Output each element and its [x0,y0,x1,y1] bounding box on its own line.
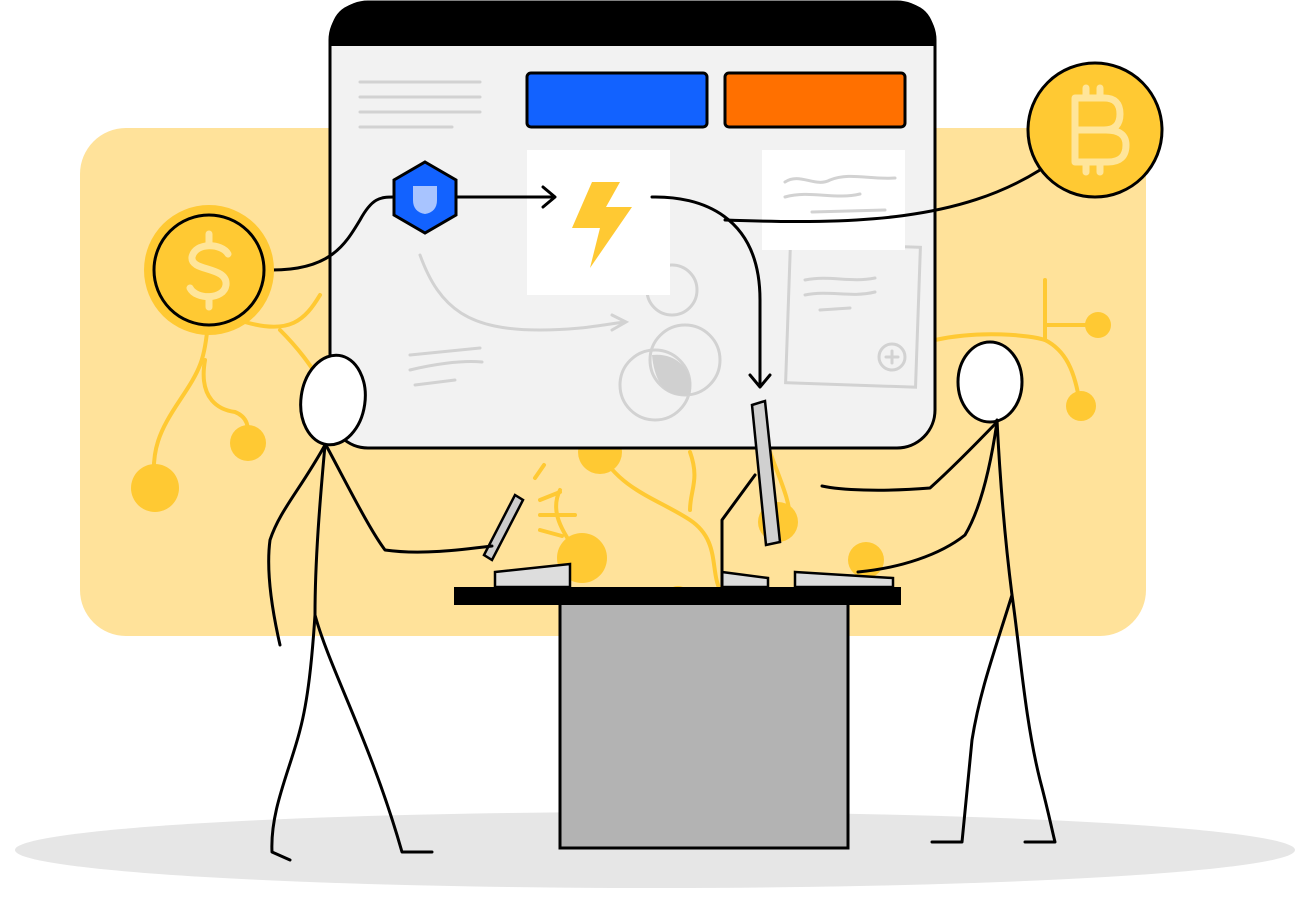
dollar-coin-icon [186,230,232,311]
network-left [131,293,322,512]
person-right [820,340,1057,844]
bitcoin-coin [723,61,1164,224]
desk-top [454,587,901,605]
keyboard-right [793,570,895,589]
network-right [933,278,1111,421]
network-node [1066,391,1096,421]
orange-button[interactable] [723,71,907,129]
stylus [482,463,577,562]
note-card [762,150,905,250]
bitcoin-coin-icon [1071,84,1130,176]
shield-icon [413,186,437,214]
lightning-card[interactable] [527,150,670,295]
dollar-coin [144,195,396,335]
desk-base [558,601,850,850]
board-doodles [408,241,922,422]
shield-hexagon-icon[interactable] [392,160,458,235]
dashboard-window [328,0,937,450]
network-node [1085,312,1111,338]
network-node [131,464,179,512]
text-placeholder [358,80,482,129]
center-screen [720,399,782,589]
lightning-bolt-icon [572,182,632,268]
person-left [267,353,494,862]
network-node [230,425,266,461]
blue-button[interactable] [525,71,709,129]
floor-shadow [15,812,1295,888]
keyboard-left [493,562,572,589]
desk [454,562,901,850]
board-header [330,2,935,46]
